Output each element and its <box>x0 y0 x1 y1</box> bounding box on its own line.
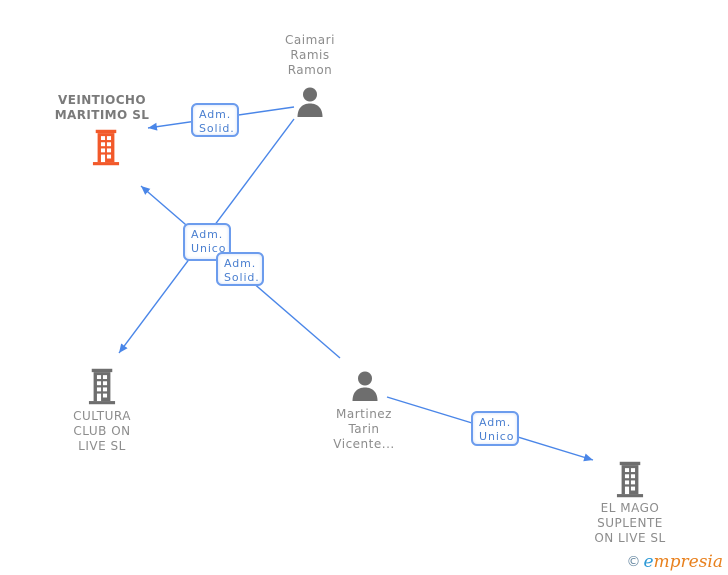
company-icon-elmago[interactable] <box>616 461 644 498</box>
node-label-cultura[interactable]: CULTURA CLUB ON LIVE SL <box>47 409 157 454</box>
edge-label-line: Unico <box>479 430 515 443</box>
edge-label-adm-solid-caimari-veintiocho: Adm. Solid. <box>191 103 239 137</box>
node-label-line: Caimari <box>285 33 335 47</box>
building-glyph <box>616 461 644 498</box>
node-label-line: SUPLENTE <box>597 516 663 530</box>
node-label-line: CULTURA <box>73 409 131 423</box>
node-label-line: Martinez <box>336 407 392 421</box>
edge-label-adm-unico-martinez-elmago: Adm. Unico <box>471 411 519 446</box>
company-icon-cultura[interactable] <box>88 368 116 405</box>
edge-label-line: Adm. <box>479 416 512 429</box>
person-icon-martinez[interactable] <box>349 371 381 401</box>
node-label-line: Ramis <box>290 48 330 62</box>
building-windows <box>100 136 112 163</box>
node-label-line: ON LIVE SL <box>594 531 666 545</box>
building-glyph <box>88 368 116 405</box>
node-label-line: CLUB ON <box>73 424 131 438</box>
building-windows <box>624 468 636 495</box>
node-label-martinez[interactable]: Martinez Tarin Vicente... <box>310 407 418 452</box>
node-label-line: Ramon <box>287 63 333 77</box>
node-label-line: MARITIMO SL <box>54 108 150 122</box>
node-label-line: LIVE SL <box>78 439 126 453</box>
edge-label-adm-solid-martinez-veintiocho: Adm. Solid. <box>216 252 264 286</box>
edge-label-line: Solid. <box>199 122 235 135</box>
building-windows <box>96 375 108 402</box>
edge-label-line: Adm. <box>224 257 257 270</box>
edge-label-line: Solid. <box>224 271 260 284</box>
node-label-caimari[interactable]: Caimari Ramis Ramon <box>258 33 362 78</box>
brand-initial: e <box>643 552 654 572</box>
person-glyph <box>297 87 323 117</box>
edge-label-line: Adm. <box>191 228 224 241</box>
brand-name: mpresia <box>653 552 724 572</box>
copyright-icon: © <box>626 554 641 570</box>
edge-label-line: Adm. <box>199 108 232 121</box>
node-label-elmago[interactable]: EL MAGO SUPLENTE ON LIVE SL <box>576 501 684 546</box>
node-label-line: VEINTIOCHO <box>58 93 146 107</box>
empresia-watermark: ©empresia <box>626 552 723 572</box>
node-label-line: Tarin <box>348 422 380 436</box>
node-label-line: Vicente... <box>333 437 395 451</box>
company-icon-veintiocho[interactable] <box>92 129 120 166</box>
person-icon-caimari[interactable] <box>294 87 326 117</box>
node-label-veintiocho[interactable]: VEINTIOCHO MARITIMO SL <box>32 93 172 123</box>
building-glyph <box>92 129 120 166</box>
node-label-line: EL MAGO <box>600 501 660 515</box>
edge-label-line: Unico <box>191 242 227 255</box>
person-glyph <box>352 371 378 401</box>
